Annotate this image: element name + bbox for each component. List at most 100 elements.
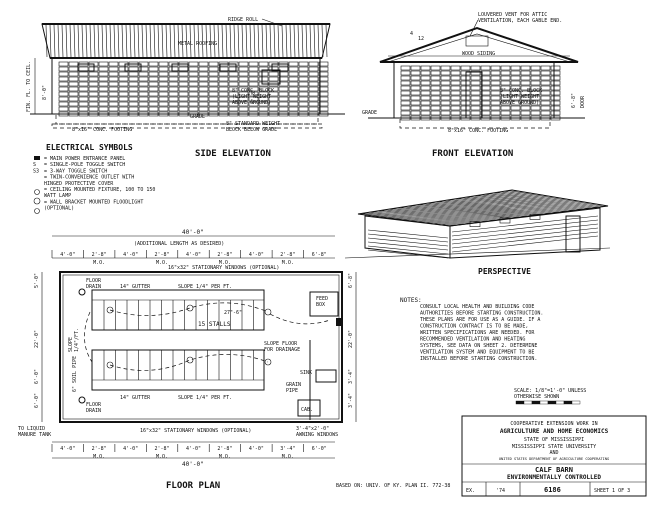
slope-top-label: SLOPE 1/4" PER FT. xyxy=(178,284,232,290)
slope-left-1: SLOPE xyxy=(68,337,74,352)
dimension-label: 4'-0" xyxy=(123,252,138,258)
symbol-item: = WALL BRACKET MOUNTED FLOODLIGHT xyxy=(44,199,143,205)
symbol-list: = MAIN POWER ENTRANCE PANEL= SINGLE-POLE… xyxy=(33,156,155,212)
perspective-view: PERSPECTIVE xyxy=(344,189,611,276)
mo-label: M.O. xyxy=(93,454,105,460)
title-line-6: UNITED STATES DEPARTMENT OF AGRICULTURE … xyxy=(499,457,609,461)
side-windows xyxy=(77,63,289,85)
symbol-item: = SINGLE-POLE TOGGLE SWITCH xyxy=(44,162,125,168)
dimension-label: 2'-8" xyxy=(217,446,232,452)
title-line-4: MISSISSIPPI STATE UNIVERSITY xyxy=(512,444,596,450)
feed-box xyxy=(309,291,339,317)
plan-name-1: CALF BARN xyxy=(535,466,573,474)
front-elevation-title: FRONT ELEVATION xyxy=(432,149,513,159)
plan-number: 6186 xyxy=(544,486,561,494)
note-line: WRITTEN SPECIFICATIONS ARE NEEDED. FOR xyxy=(420,330,535,336)
feed-box-2: BOX xyxy=(316,302,325,308)
top-windows-label: 16"x32" STATIONARY WINDOWS (OPTIONAL) xyxy=(168,265,279,271)
ex-label: EX. xyxy=(466,488,475,494)
vent-label-2: VENTILATION, EACH GABLE END. xyxy=(478,18,562,24)
dimension-label: 22'-0" xyxy=(34,330,40,348)
symbol-item: = CEILING MOUNTED FIXTURE, 100 TO 150 xyxy=(44,187,155,193)
floor-plan-title: FLOOR PLAN xyxy=(166,481,220,491)
top-dimension-string: 4'-0"2'-8"M.O.4'-0"2'-8"M.O.4'-0"2'-8"M.… xyxy=(51,250,327,266)
symbol-item: WATT LAMP xyxy=(44,193,71,199)
symbols-title: ELECTRICAL SYMBOLS xyxy=(46,143,133,152)
dimension-label: 2'-8" xyxy=(155,446,170,452)
year-label: '74 xyxy=(496,488,505,494)
mo-label: M.O. xyxy=(219,454,231,460)
front-grade-label: GRADE xyxy=(362,110,377,116)
overall-top-dim: 40'-0" xyxy=(182,229,204,236)
perspective-blocks xyxy=(367,214,599,259)
dimension-label: 6'-8" xyxy=(312,252,327,258)
title-line-1: COOPERATIVE EXTENSION WORK IN xyxy=(510,421,597,427)
note-line: INSTALLED BEFORE STARTING CONSTRUCTION. xyxy=(420,356,537,362)
note-line: SYSTEMS, SEE DATA ON SHEET 2. DETERMINE xyxy=(420,343,537,349)
note-line: CONSULT LOCAL HEALTH AND BUILDING CODE xyxy=(420,304,534,310)
note-line: RECOMMENDED VENTILATION AND HEATING xyxy=(420,337,525,343)
floor-drain-bottom-2: DRAIN xyxy=(86,408,101,414)
note-line: AUTHORITIES BEFORE STARTING CONSTRUCTION… xyxy=(420,311,543,317)
side-block-label: 8" CONC. BLOCK xyxy=(232,88,274,94)
side-block-sub1: (LIGHT WEIGHT xyxy=(232,94,271,100)
door-label: DOOR xyxy=(580,95,586,108)
power-panel-icon xyxy=(34,156,40,160)
wood-siding-label: WOOD SIDING xyxy=(462,51,495,57)
floodlight-icon xyxy=(34,208,40,214)
front-block-sub2: ABOVE GROUND) xyxy=(500,100,539,106)
dimension-label: 2'-8" xyxy=(92,252,107,258)
mo-label: M.O. xyxy=(93,260,105,266)
stall-dividers xyxy=(103,300,254,380)
front-block-label: 8" CONC. BLOCK xyxy=(500,88,542,94)
electrical-symbols: ELECTRICAL SYMBOLS = MAIN POWER ENTRANCE… xyxy=(33,143,155,214)
standard-block-2: BLOCK BELOW GRADE xyxy=(226,127,277,133)
gutter-top-label: 14" GUTTER xyxy=(120,284,151,290)
mo-label: M.O. xyxy=(282,454,294,460)
dimension-label: 2'-8" xyxy=(92,446,107,452)
liquid-manure-2: MANURE TANK xyxy=(18,432,51,438)
floor-drain-bottom: FLOOR xyxy=(86,402,102,408)
side-left-dim: FIN. FL. TO CEIL. xyxy=(26,61,32,112)
metal-roofing-label: METAL ROOFING xyxy=(178,41,217,47)
dimension-label: 22'-0" xyxy=(348,330,354,348)
plan-name-2: ENVIRONMENTALLY CONTROLLED xyxy=(507,474,601,481)
dimension-label: 3'-4" xyxy=(280,446,295,452)
title-line-2: AGRICULTURE AND HOME ECONOMICS xyxy=(500,428,609,435)
overall-bottom-dim: 40'-0" xyxy=(182,461,204,468)
bottom-dimension-string: 4'-0"2'-8"M.O.4'-0"2'-8"M.O.4'-0"2'-8"M.… xyxy=(51,444,327,460)
dimension-label: 4'-0" xyxy=(60,446,75,452)
note-line: THESE PLANS ARE FOR USE AS A GUIDE. IF A xyxy=(420,317,540,323)
left-dimension-string: 5'-0"22'-0"6'-0"6'-0" xyxy=(34,273,40,408)
dimension-label: 4'-0" xyxy=(60,252,75,258)
side-height-label: 4'-8" xyxy=(251,89,257,104)
pitch-rise: 4 xyxy=(410,31,413,37)
slope-floor-1: SLOPE FLOOR xyxy=(264,341,298,347)
stalls-label: 15 STALLS xyxy=(198,321,231,328)
cab-label: CAB. xyxy=(301,407,313,413)
notes: NOTES: CONSULT LOCAL HEALTH AND BUILDING… xyxy=(400,297,543,362)
dimension-label: 6'-0" xyxy=(312,446,327,452)
title-block: COOPERATIVE EXTENSION WORK IN AGRICULTUR… xyxy=(461,415,647,497)
dimension-label: 6'-0" xyxy=(34,393,40,408)
side-elevation: FIN. FL. TO CEIL. 8'-0" RIDGE ROLL METAL… xyxy=(26,17,345,159)
note-line: CONSTRUCTION CONTRACT IS TO BE MADE, xyxy=(420,324,528,330)
notes-title: NOTES: xyxy=(400,297,422,304)
dimension-label: 2'-8" xyxy=(155,252,170,258)
dimension-label: 3'-4" xyxy=(348,369,354,384)
soil-pipe-label: 6" SOIL PIPE xyxy=(72,356,78,392)
symbol-item: = MAIN POWER ENTRANCE PANEL xyxy=(44,156,125,162)
symbol-item: = 3-WAY TOGGLE SWITCH xyxy=(44,168,107,174)
note-line: VENTILATION SYSTEM AND EQUIPMENT TO BE xyxy=(420,350,534,356)
dimension-label: 3'-4" xyxy=(348,393,354,408)
dimension-label: 2'-8" xyxy=(217,252,232,258)
outlet-icon xyxy=(34,189,40,195)
dimension-label: 4'-0" xyxy=(186,252,201,258)
switch-icon: S xyxy=(33,162,36,168)
awning-label: 3'-4"x2'-0" xyxy=(296,426,329,432)
dimension-label: 2'-8" xyxy=(280,252,295,258)
front-elevation: LOUVERED VENT FOR ATTIC VENTILATION, EAC… xyxy=(362,12,586,159)
side-elevation-title: SIDE ELEVATION xyxy=(195,149,271,159)
awning-label-2: AWNING WINDOWS xyxy=(296,432,338,438)
